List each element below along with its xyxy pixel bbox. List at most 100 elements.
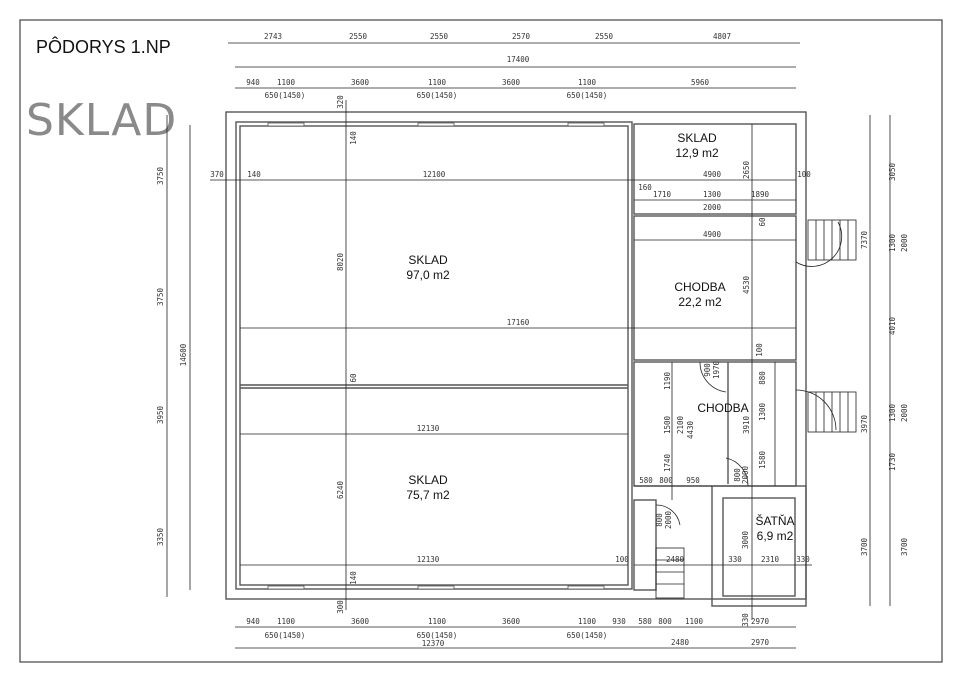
dimension-label: 12100 [423,170,446,179]
dimension-label: 2970 [751,638,770,647]
dimension-label: 6240 [336,480,345,499]
dimension-label: 3950 [156,405,165,424]
right-dimensions: 3050 7370 4010 3970 3700 1300 2000 1300 … [860,162,909,556]
dimension-label: 100 [797,170,811,179]
dimension-label: 4530 [742,275,751,294]
dimension-label: 1100 [685,617,704,626]
dimension-label: 650(1450) [265,91,306,100]
dimension-label: 12130 [417,424,440,433]
dimension-lines [166,42,891,649]
room-name: ŠATŇA [755,513,794,528]
watermark-label: SKLAD [26,95,177,146]
dimension-label: 1300 [888,403,897,422]
room-name: CHODBA [697,401,748,415]
dimension-label: 370 [210,170,224,179]
room-area: 97,0 m2 [406,268,450,282]
dimension-label: 4010 [888,316,897,335]
dimension-label: 1970 [712,360,721,379]
dimension-label: 1100 [277,617,296,626]
dimension-label: 60 [758,217,767,227]
dimension-label: 1100 [578,78,597,87]
dimension-label: 2650 [742,160,751,179]
dimension-label: 300 [336,600,345,614]
sheet-border [19,19,943,663]
dimension-label: 650(1450) [567,91,608,100]
dimension-label: 320 [336,95,345,109]
interior-dimensions: 12100 17160 12130 12130 8020 6240 140 14… [210,95,811,627]
dimension-label: 1300 [888,233,897,252]
top-dimensions: 2743 2550 2550 2570 2550 4807 17400 940 … [246,32,731,100]
dimension-label: 4430 [686,420,695,439]
dimension-label: 650(1450) [567,631,608,640]
dimension-label: 100 [755,343,764,357]
dimension-label: 2480 [666,555,685,564]
dimension-label: 940 [246,78,260,87]
dimension-label: 2970 [751,617,770,626]
dimension-label: 2743 [264,32,282,41]
dimension-label: 3910 [742,415,751,434]
room-area: 75,7 m2 [406,488,450,502]
dimension-label: 930 [612,617,626,626]
dimension-label: 900 [703,363,712,377]
dimension-label: 880 [758,371,767,385]
dimension-label: 800 [655,513,664,527]
room-name: SKLAD [408,473,448,487]
dimension-label: 140 [247,170,261,179]
dimension-label: 14600 [179,343,188,366]
walls [225,111,807,607]
dimension-label: 2100 [676,415,685,434]
dimension-label: 2310 [761,555,780,564]
dimension-label: 5960 [691,78,710,87]
dimension-label: 17160 [507,318,530,327]
dimension-label: 1100 [578,617,597,626]
dimension-label: 3350 [156,527,165,546]
room-area: 22,2 m2 [678,295,722,309]
dimension-label: 7370 [860,230,869,249]
dimension-label: 580 [639,476,653,485]
dimension-label: 3050 [888,162,897,181]
dimension-label: 140 [349,571,358,585]
dimension-label: 3700 [860,537,869,556]
dimension-label: 12370 [422,639,445,648]
dimension-label: 1100 [428,78,447,87]
dimension-label: 3600 [502,78,521,87]
dimension-label: 3970 [860,414,869,433]
dimension-label: 650(1450) [417,91,458,100]
dimension-label: 1300 [703,190,722,199]
dimension-label: 950 [686,476,700,485]
dimension-label: 3600 [351,617,370,626]
drawing-title: PÔDORYS 1.NP [36,36,171,57]
dimension-label: 1580 [758,450,767,469]
room-name: SKLAD [408,253,448,267]
dimension-label: 800 [658,617,672,626]
dimension-label: 330 [741,613,750,627]
room-name: SKLAD [677,131,717,145]
dimension-label: 650(1450) [265,631,306,640]
dimension-label: 580 [638,617,652,626]
dimension-label: 17400 [507,55,530,64]
dimension-label: 1740 [663,453,672,472]
dimension-label: 1710 [653,190,672,199]
dimension-label: 160 [638,183,652,192]
dimension-label: 3600 [502,617,521,626]
dimension-label: 330 [796,555,810,564]
dimension-label: 2000 [900,233,909,252]
dimension-label: 4807 [713,32,731,41]
dimension-label: 3700 [900,537,909,556]
dimension-label: 940 [246,617,260,626]
dimension-label: 1100 [428,617,447,626]
room-area: 6,9 m2 [757,529,794,543]
dimension-label: 2000 [900,403,909,422]
left-dimensions: 3750 3750 3950 3350 14600 [156,166,188,546]
dimension-label: 2480 [671,638,690,647]
room-name: CHODBA [674,280,725,294]
dimension-label: 3600 [351,78,370,87]
dimension-label: 800 [733,468,742,482]
dimension-label: 12130 [417,555,440,564]
bottom-dimensions: 940 1100 3600 1100 3600 1100 930 580 800… [246,617,769,648]
dimension-label: 1730 [888,452,897,471]
stairs-icon [655,219,857,599]
dimension-label: 3750 [156,287,165,306]
